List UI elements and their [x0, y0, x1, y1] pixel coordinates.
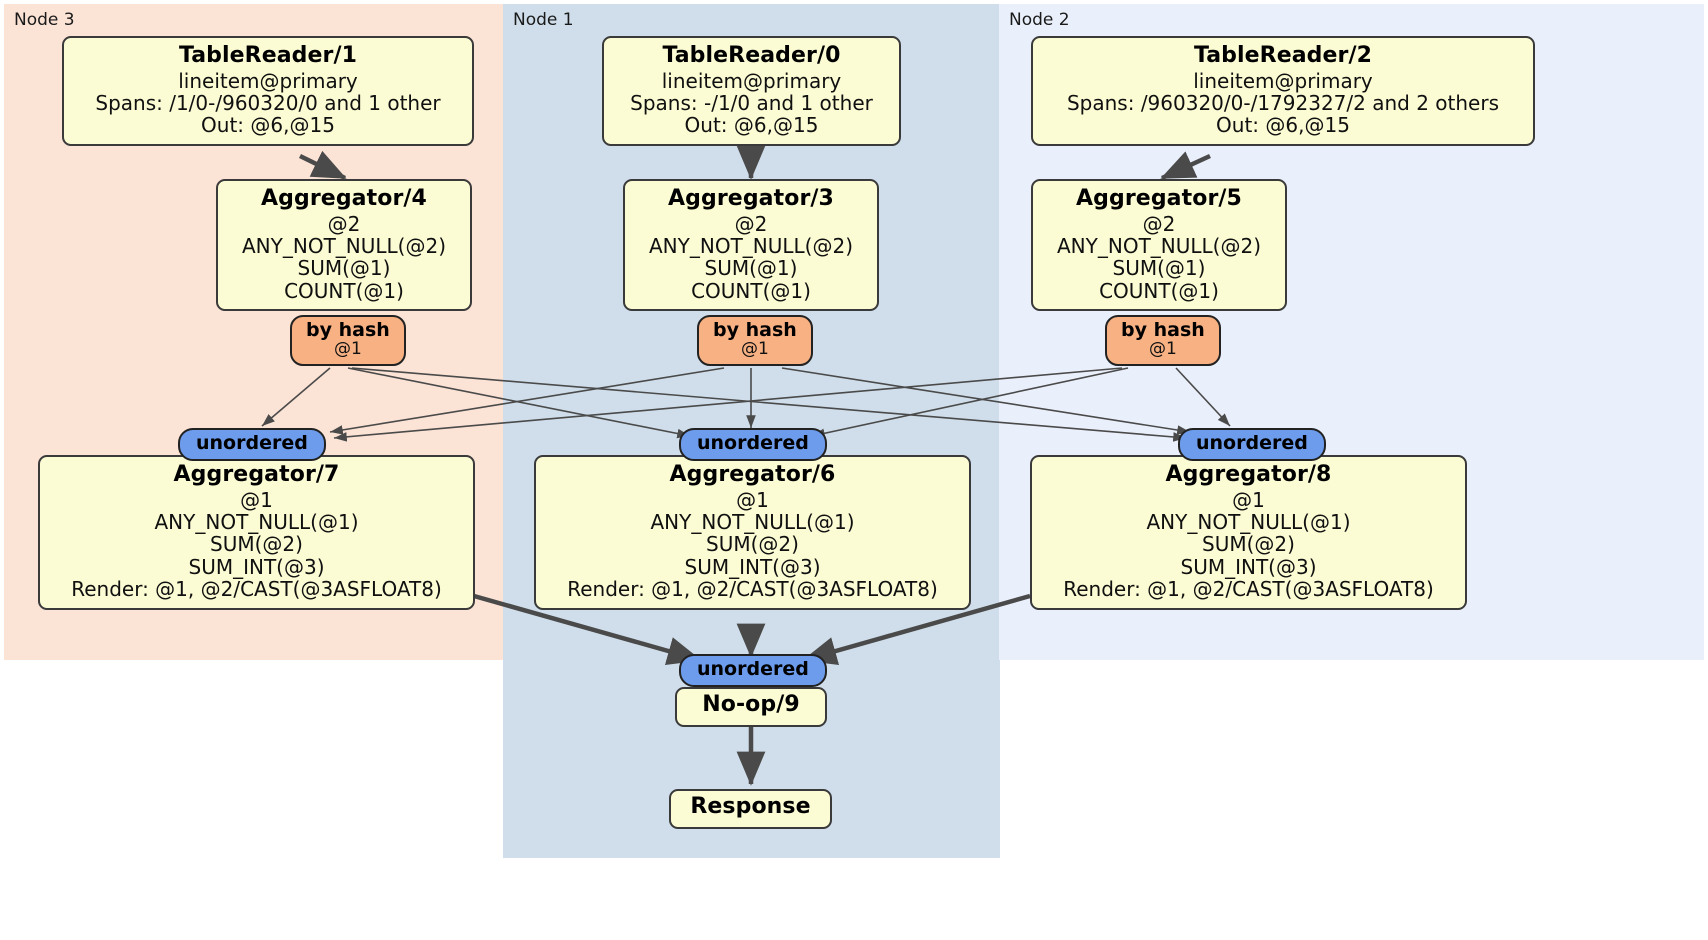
processor-tablereader-0[interactable]: TableReader/0 lineitem@primary Spans: -/… — [602, 36, 901, 146]
processor-noop-9[interactable]: No-op/9 — [675, 687, 827, 727]
router-badge-stream: @1 — [1148, 338, 1177, 359]
processor-detail-line: SUM_INT(@3) — [684, 554, 821, 579]
processor-aggregator-8[interactable]: Aggregator/8 @1 ANY_NOT_NULL(@1) SUM(@2)… — [1030, 455, 1467, 610]
processor-detail-line: SUM(@2) — [706, 532, 799, 557]
processor-detail-line: ANY_NOT_NULL(@2) — [1057, 234, 1261, 259]
processor-title: Aggregator/7 — [173, 462, 340, 487]
synchronizer-badge-label: unordered — [697, 658, 809, 680]
synchronizer-badge-unordered-final[interactable]: unordered — [679, 654, 827, 687]
processor-detail-line: @2 — [734, 211, 768, 236]
processor-aggregator-7[interactable]: Aggregator/7 @1 ANY_NOT_NULL(@1) SUM(@2)… — [38, 455, 475, 610]
processor-title: No-op/9 — [702, 692, 800, 717]
processor-detail-line: @1 — [736, 487, 769, 512]
processor-tablereader-1[interactable]: TableReader/1 lineitem@primary Spans: /1… — [62, 36, 474, 146]
processor-detail-line: Spans: /1/0-/960320/0 and 1 other — [95, 91, 441, 116]
synchronizer-badge-label: unordered — [1196, 432, 1308, 454]
router-badge-stream: @1 — [740, 338, 769, 359]
processor-detail-line: SUM(@1) — [704, 256, 798, 281]
processor-detail-line: ANY_NOT_NULL(@1) — [650, 510, 855, 535]
synchronizer-badge-unordered-mid[interactable]: unordered — [679, 428, 827, 461]
processor-detail-line: lineitem@primary — [661, 68, 842, 93]
processor-detail-line: Render: @1, @2/CAST(@3ASFLOAT8) — [71, 577, 442, 602]
processor-detail-line: SUM_INT(@3) — [188, 554, 325, 579]
processor-title: Aggregator/4 — [261, 186, 427, 211]
processor-detail-line: @2 — [1142, 211, 1176, 236]
processor-title: TableReader/2 — [1193, 43, 1373, 68]
processor-title: Aggregator/6 — [669, 462, 836, 487]
processor-aggregator-4[interactable]: Aggregator/4 @2 ANY_NOT_NULL(@2) SUM(@1)… — [216, 179, 472, 312]
synchronizer-badge-label: unordered — [196, 432, 308, 454]
processor-detail-line: SUM_INT(@3) — [1180, 554, 1317, 579]
processor-response[interactable]: Response — [669, 789, 832, 829]
router-badge-type: by hash — [1121, 319, 1205, 341]
processor-detail-line: COUNT(@1) — [691, 278, 811, 303]
synchronizer-badge-label: unordered — [697, 432, 809, 454]
processor-detail-line: ANY_NOT_NULL(@2) — [649, 234, 853, 259]
processor-detail-line: Out: @6,@15 — [1216, 113, 1350, 138]
processor-detail-line: Render: @1, @2/CAST(@3ASFLOAT8) — [1063, 577, 1434, 602]
processor-title: Aggregator/5 — [1076, 186, 1242, 211]
processor-detail-line: SUM(@2) — [1202, 532, 1295, 557]
processor-detail-line: ANY_NOT_NULL(@1) — [154, 510, 359, 535]
processor-detail-line: COUNT(@1) — [284, 278, 404, 303]
processor-aggregator-3[interactable]: Aggregator/3 @2 ANY_NOT_NULL(@2) SUM(@1)… — [623, 179, 879, 312]
synchronizer-badge-unordered-left[interactable]: unordered — [178, 428, 326, 461]
router-badge-by-hash-right[interactable]: by hash @1 — [1105, 315, 1221, 366]
router-badge-type: by hash — [306, 319, 390, 341]
processor-detail-line: @1 — [1232, 487, 1265, 512]
processor-detail-line: Out: @6,@15 — [201, 113, 335, 138]
router-badge-by-hash-left[interactable]: by hash @1 — [290, 315, 406, 366]
processor-aggregator-5[interactable]: Aggregator/5 @2 ANY_NOT_NULL(@2) SUM(@1)… — [1031, 179, 1287, 312]
router-badge-type: by hash — [713, 319, 797, 341]
node-panel-label-node1: Node 1 — [513, 10, 574, 30]
processor-detail-line: @1 — [240, 487, 273, 512]
processor-tablereader-2[interactable]: TableReader/2 lineitem@primary Spans: /9… — [1031, 36, 1535, 146]
synchronizer-badge-unordered-right[interactable]: unordered — [1178, 428, 1326, 461]
processor-detail-line: SUM(@2) — [210, 532, 303, 557]
processor-detail-line: @2 — [327, 211, 361, 236]
processor-title: TableReader/1 — [178, 43, 358, 68]
router-badge-by-hash-mid[interactable]: by hash @1 — [697, 315, 813, 366]
processor-detail-line: COUNT(@1) — [1099, 278, 1219, 303]
processor-detail-line: Render: @1, @2/CAST(@3ASFLOAT8) — [567, 577, 938, 602]
processor-detail-line: Spans: /960320/0-/1792327/2 and 2 others — [1066, 91, 1499, 116]
processor-title: TableReader/0 — [662, 43, 841, 68]
processor-title: Aggregator/8 — [1165, 462, 1332, 487]
processor-aggregator-6[interactable]: Aggregator/6 @1 ANY_NOT_NULL(@1) SUM(@2)… — [534, 455, 971, 610]
processor-detail-line: lineitem@primary — [178, 68, 358, 93]
processor-title: Aggregator/3 — [668, 186, 834, 211]
processor-detail-line: Spans: -/1/0 and 1 other — [630, 91, 873, 116]
processor-detail-line: ANY_NOT_NULL(@1) — [1146, 510, 1351, 535]
node-panel-label-node3: Node 3 — [14, 10, 75, 30]
processor-detail-line: Out: @6,@15 — [684, 113, 819, 138]
node-panel-label-node2: Node 2 — [1009, 10, 1070, 30]
processor-detail-line: SUM(@1) — [297, 256, 391, 281]
processor-detail-line: SUM(@1) — [1112, 256, 1206, 281]
processor-detail-line: lineitem@primary — [1193, 68, 1373, 93]
processor-detail-line: ANY_NOT_NULL(@2) — [242, 234, 446, 259]
processor-title: Response — [690, 794, 811, 819]
router-badge-stream: @1 — [333, 338, 362, 359]
